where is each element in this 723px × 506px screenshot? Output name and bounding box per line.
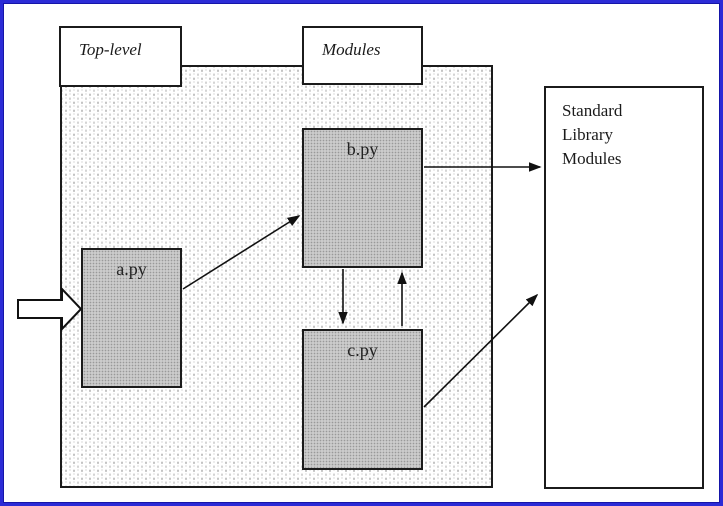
top-level-label: Top-level xyxy=(79,40,142,59)
modules-label: Modules xyxy=(322,40,381,59)
stdlib-line-3: Modules xyxy=(562,149,622,168)
module-b-box: b.py xyxy=(302,128,423,268)
top-level-label-box: Top-level xyxy=(59,26,182,87)
module-a-box: a.py xyxy=(81,248,182,388)
standard-library-box: Standard Library Modules xyxy=(544,86,704,489)
stdlib-line-1: Standard xyxy=(562,101,623,120)
module-c-box: c.py xyxy=(302,329,423,470)
module-a-label: a.py xyxy=(116,259,147,279)
stdlib-line-2: Library xyxy=(562,125,613,144)
module-c-label: c.py xyxy=(347,340,378,360)
module-b-label: b.py xyxy=(346,139,379,159)
modules-label-box: Modules xyxy=(302,26,423,85)
